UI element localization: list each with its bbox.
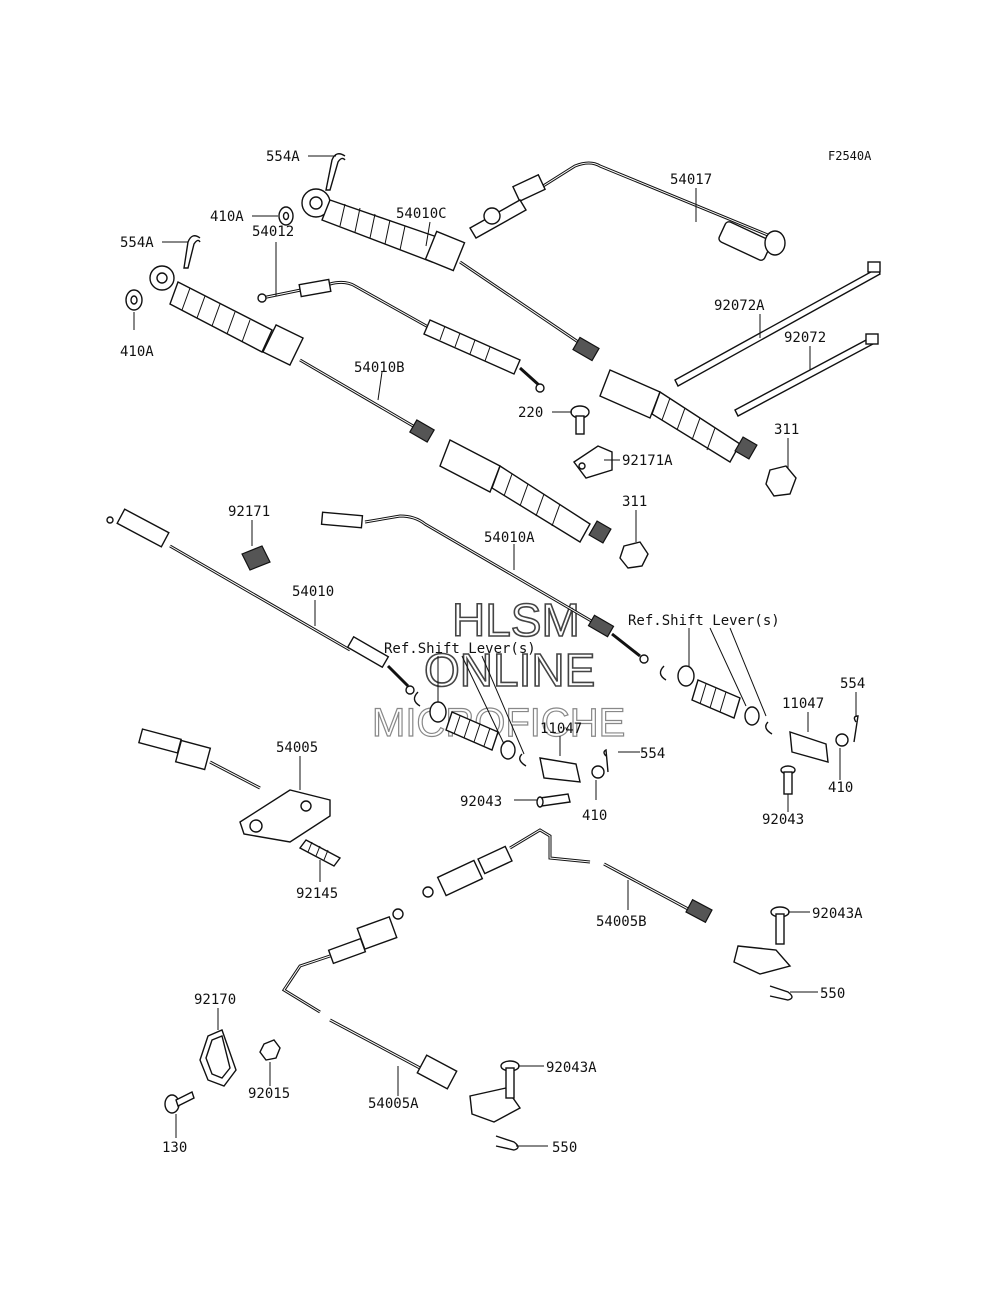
label-311-mid: 311	[622, 494, 647, 510]
label-54012: 54012	[252, 224, 294, 240]
label-554A-mid: 554A	[120, 235, 154, 251]
label-54010: 54010	[292, 584, 334, 600]
label-311-top: 311	[774, 422, 799, 438]
cable-54012[interactable]	[257, 278, 545, 393]
clip-554-right[interactable]	[853, 715, 859, 743]
label-54005B: 54005B	[596, 914, 647, 930]
label-54010B: 54010B	[354, 360, 405, 376]
clamp-92171A[interactable]	[572, 445, 613, 479]
cable-54010[interactable]	[106, 508, 415, 695]
spring-92145[interactable]	[298, 839, 342, 867]
label-554-mid: 554	[640, 746, 665, 762]
label-130: 130	[162, 1140, 187, 1156]
watermark: HLSM ONLINE MICROFICHE	[371, 593, 626, 745]
shift-lever-assembly-left[interactable]	[413, 691, 605, 783]
cable-tie-92072[interactable]	[734, 333, 879, 417]
label-92043-right: 92043	[762, 812, 804, 828]
label-54017: 54017	[670, 172, 712, 188]
label-92145: 92145	[296, 886, 338, 902]
shift-lever-assembly-right[interactable]	[659, 665, 849, 763]
label-54005A: 54005A	[368, 1096, 419, 1112]
label-11047-left: 11047	[540, 721, 582, 737]
nut-311-top[interactable]	[765, 465, 797, 497]
label-220: 220	[518, 405, 543, 421]
label-54010A: 54010A	[484, 530, 535, 546]
label-92043-left: 92043	[460, 794, 502, 810]
label-410A-top: 410A	[210, 209, 244, 225]
bracket-92170[interactable]	[199, 1029, 237, 1087]
bolt-220[interactable]	[570, 405, 590, 435]
label-54010C: 54010C	[396, 206, 447, 222]
pin-92043-right[interactable]	[780, 765, 796, 795]
clip-554A-top[interactable]	[325, 153, 346, 191]
watermark-line3: MICROFICHE	[372, 701, 625, 745]
clamp-92171[interactable]	[241, 545, 271, 571]
label-ref-shift-lever-right: Ref.Shift Lever(s)	[628, 613, 780, 629]
nut-92015[interactable]	[259, 1039, 281, 1061]
clip-550-bottom[interactable]	[495, 1135, 519, 1151]
cable-54005[interactable]	[138, 728, 331, 843]
cable-54017[interactable]	[469, 161, 786, 262]
label-ref-shift-lever-left: Ref.Shift Lever(s)	[384, 641, 536, 657]
label-92170: 92170	[194, 992, 236, 1008]
cable-tie-92072A[interactable]	[674, 261, 881, 387]
label-410-mid: 410	[582, 808, 607, 824]
label-92072: 92072	[784, 330, 826, 346]
pin-92043A-bottom[interactable]	[500, 1060, 520, 1099]
label-410A-left: 410A	[120, 344, 154, 360]
label-410-right: 410	[828, 780, 853, 796]
label-92171A: 92171A	[622, 453, 673, 469]
label-54005: 54005	[276, 740, 318, 756]
part-labels: 554A 410A 554A 410A 54012 54010C 54017 9…	[120, 149, 865, 1156]
label-11047-right: 11047	[782, 696, 824, 712]
cable-54005A[interactable]	[281, 908, 522, 1123]
figure-code: F2540A	[828, 149, 872, 163]
nut-311-mid[interactable]	[619, 541, 649, 569]
clip-554-mid[interactable]	[603, 748, 609, 773]
label-550-top: 550	[820, 986, 845, 1002]
cable-54010C[interactable]	[301, 188, 758, 463]
watermark-line2: ONLINE	[424, 644, 595, 696]
cable-54010B[interactable]	[149, 265, 612, 544]
clip-554A-mid[interactable]	[183, 235, 201, 269]
label-554A-top: 554A	[266, 149, 300, 165]
washer-410A-top[interactable]	[278, 206, 294, 226]
label-92043A-bottom: 92043A	[546, 1060, 597, 1076]
label-92043A-top: 92043A	[812, 906, 863, 922]
leader-lines	[133, 155, 857, 1147]
label-550-bottom: 550	[552, 1140, 577, 1156]
label-92015: 92015	[248, 1086, 290, 1102]
label-92072A: 92072A	[714, 298, 765, 314]
clip-550-top[interactable]	[769, 985, 793, 1001]
cable-54010A[interactable]	[320, 511, 649, 664]
washer-410A-left[interactable]	[125, 289, 143, 311]
label-554-right: 554	[840, 676, 865, 692]
pin-92043A-top[interactable]	[770, 906, 790, 945]
cable-54005B[interactable]	[422, 828, 792, 975]
label-92171: 92171	[228, 504, 270, 520]
pin-92043-left[interactable]	[536, 793, 571, 808]
bolt-130[interactable]	[164, 1091, 195, 1114]
